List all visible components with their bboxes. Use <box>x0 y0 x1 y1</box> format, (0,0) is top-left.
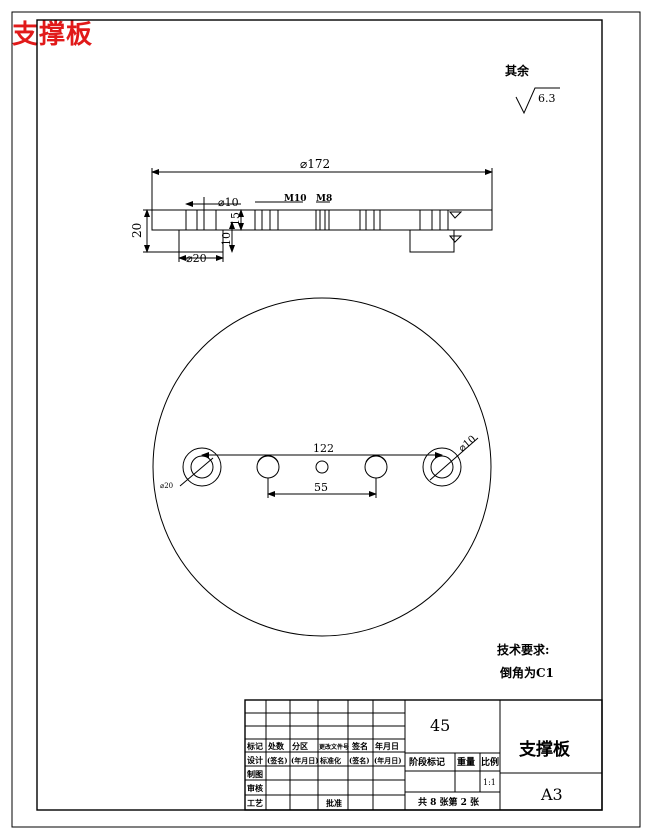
dim-span-122: 122 <box>313 442 334 455</box>
dim-height-15: 15 <box>229 212 242 226</box>
top-view <box>152 297 492 637</box>
tech-requirement-item: 倒角为C1 <box>499 665 554 680</box>
tech-requirements-title: 技术要求: <box>497 642 549 657</box>
dim-counterbore-depth: 10 <box>220 232 233 246</box>
dim-hole-dia-20: ⌀20 <box>160 482 173 490</box>
design-label: 设计 <box>247 755 263 765</box>
side-view <box>143 168 493 262</box>
drawing-title-overlay: 支撑板 <box>12 20 94 50</box>
material: 45 <box>430 716 450 735</box>
header-date: 年月日 <box>375 741 399 751</box>
dim-thread-m10: M10 <box>284 194 307 204</box>
dim-hole-dia-10: ⌀10 <box>457 434 478 454</box>
stage-header-weight: 重量 <box>457 756 475 768</box>
scale-value: 1:1 <box>483 778 496 787</box>
sheet-info: 共 8 张第 2 张 <box>418 796 480 808</box>
title-block <box>244 699 603 811</box>
inner-border <box>36 19 603 811</box>
standard-label: 标准化 <box>319 756 341 765</box>
standard-sign: (签名) <box>349 756 370 765</box>
part-name: 支撑板 <box>519 739 571 760</box>
roughness-value: 6.3 <box>538 92 556 105</box>
dim-counterbore-diameter: ⌀20 <box>186 252 207 265</box>
outer-border <box>11 11 641 828</box>
dim-thread-m8: M8 <box>316 194 332 204</box>
title-block-text: 45 支撑板 A3 1:1 共 8 张第 2 张 阶段标记 重量 比例 标记 处… <box>246 716 571 808</box>
header-zone: 分区 <box>292 741 308 751</box>
side-view-labels: ⌀172 ⌀10 M10 M8 20 10 15 ⌀20 <box>130 157 332 265</box>
plate-outline <box>152 297 492 637</box>
approve-label: 批准 <box>326 798 342 808</box>
dim-span-55: 55 <box>314 481 328 494</box>
header-change-doc: 更改文件号 <box>319 743 349 751</box>
header-mark: 标记 <box>246 741 263 751</box>
review-label: 审核 <box>247 783 263 793</box>
sheet-size: A3 <box>540 785 563 804</box>
header-count: 处数 <box>267 741 285 751</box>
process-label: 工艺 <box>247 798 263 808</box>
design-date: (年月日) <box>291 756 319 765</box>
stage-header-scale: 比例 <box>481 756 499 768</box>
draw-label: 制图 <box>247 769 263 779</box>
dim-overall-diameter: ⌀172 <box>300 157 330 171</box>
dim-height: 20 <box>130 223 144 238</box>
dim-small-diameter: ⌀10 <box>218 196 239 209</box>
header-sign: 签名 <box>351 741 368 751</box>
roughness-label: 其余 <box>505 63 530 78</box>
standard-date: (年月日) <box>374 756 402 765</box>
tech-requirements: 技术要求: 倒角为C1 <box>497 642 554 680</box>
design-sign: (签名) <box>267 756 288 765</box>
roughness-symbol: 其余 6.3 <box>505 63 560 115</box>
stage-header-mark: 阶段标记 <box>409 756 445 768</box>
